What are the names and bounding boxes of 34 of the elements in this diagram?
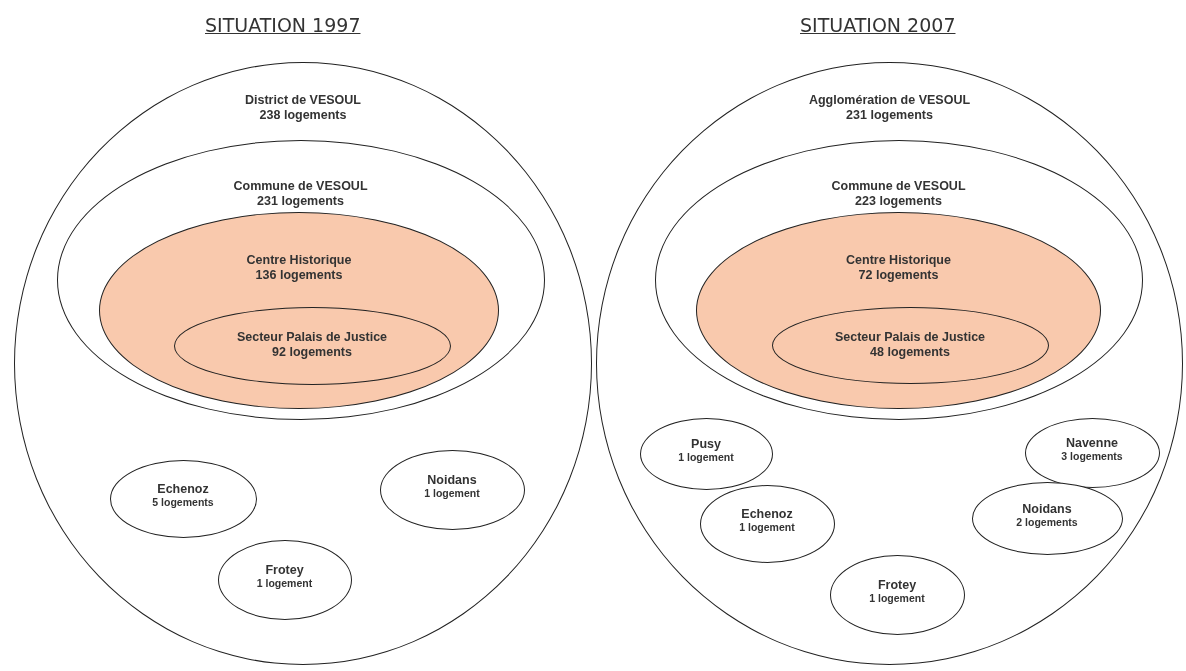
housing-count: 136 logements: [255, 268, 343, 283]
housing-count: 1 logement: [869, 592, 925, 605]
housing-count: 1 logement: [739, 521, 795, 534]
region-heading: Secteur Palais de Justice: [834, 329, 986, 345]
housing-count: 5 logements: [152, 496, 214, 509]
region-heading: Noidans: [1022, 502, 1072, 516]
housing-count: 3 logements: [1061, 450, 1123, 463]
situation-title: SITUATION 2007: [800, 14, 956, 36]
region-heading: Noidans: [427, 474, 477, 487]
region-heading: Secteur Palais de Justice: [236, 330, 388, 345]
region-heading: Echenoz: [741, 508, 793, 521]
housing-count: 72 logements: [858, 268, 939, 283]
housing-count: 231 logements: [257, 193, 344, 209]
housing-count: 1 logement: [424, 487, 480, 500]
region-heading: Frotey: [265, 564, 304, 577]
region-heading: Agglomération de VESOUL: [808, 93, 971, 108]
situation-title: SITUATION 1997: [205, 14, 361, 36]
region-heading: Centre Historique: [246, 253, 352, 268]
region-heading: District de VESOUL: [245, 93, 361, 108]
region-heading: Pusy: [691, 438, 721, 451]
region-heading: Echenoz: [157, 483, 209, 496]
housing-count: 48 logements: [870, 344, 950, 360]
housing-count: 231 logements: [846, 108, 933, 123]
housing-count: 223 logements: [855, 193, 942, 209]
housing-count: 2 logements: [1016, 515, 1078, 529]
housing-count: 238 logements: [259, 108, 347, 123]
region-heading: Navenne: [1065, 437, 1119, 450]
region-heading: Commune de VESOUL: [233, 178, 368, 194]
region-heading: Centre Historique: [846, 253, 951, 268]
housing-count: 1 logement: [256, 577, 313, 590]
region-heading: Commune de VESOUL: [831, 178, 966, 194]
housing-count: 1 logement: [678, 451, 734, 464]
region-heading: Frotey: [877, 579, 917, 592]
housing-count: 92 logements: [272, 345, 352, 360]
